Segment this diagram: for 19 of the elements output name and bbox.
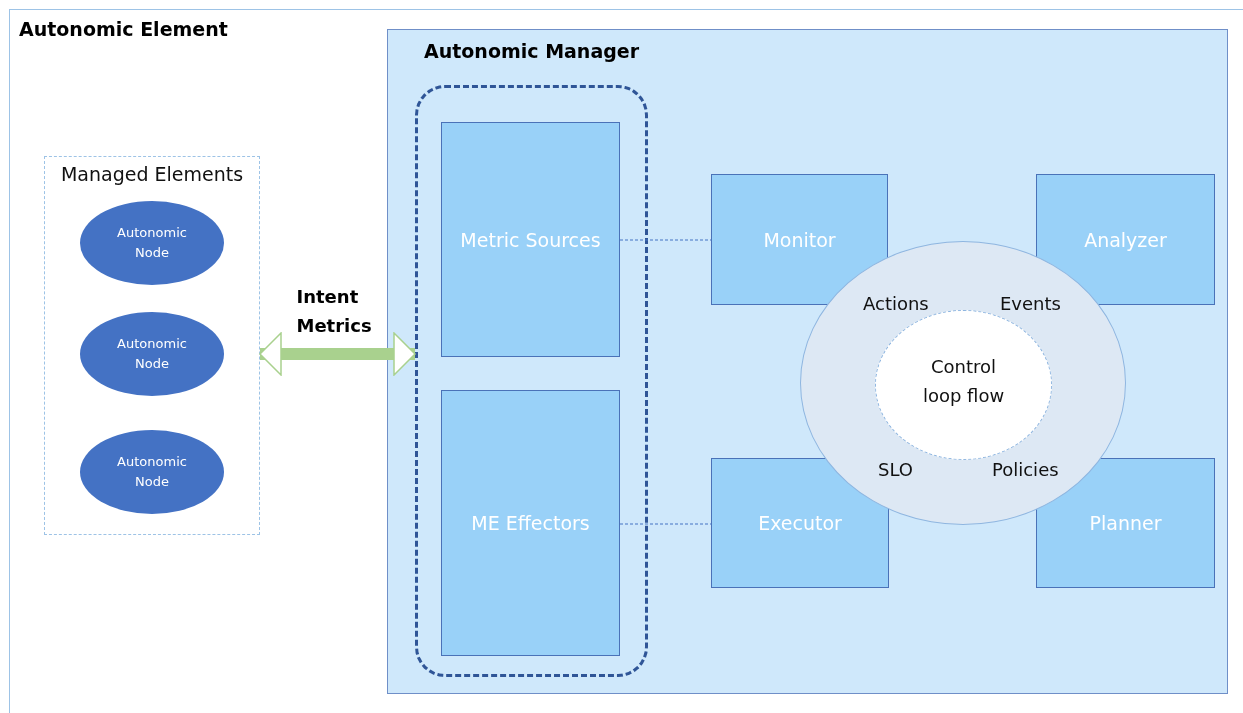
node-label: Autonomic Node bbox=[116, 335, 188, 373]
manager-panel bbox=[387, 29, 1228, 694]
managed-elements-group bbox=[44, 156, 260, 535]
node-label: Autonomic Node bbox=[116, 453, 188, 491]
loop-label: Events bbox=[1000, 293, 1061, 314]
group-title: Managed Elements bbox=[59, 163, 245, 185]
box-label: Metric Sources bbox=[459, 227, 602, 253]
loop-label: Actions bbox=[863, 293, 929, 314]
process-box bbox=[441, 390, 620, 656]
box-label: ME Effectors bbox=[470, 511, 591, 536]
dashed-group-box bbox=[415, 85, 648, 677]
node-label: Autonomic Node bbox=[116, 224, 188, 262]
loop-label: Policies bbox=[992, 459, 1059, 480]
element-frame bbox=[9, 9, 1243, 713]
heading: Autonomic Manager bbox=[424, 40, 640, 62]
process-box bbox=[441, 122, 620, 357]
loop-label: SLO bbox=[878, 459, 913, 480]
heading: Autonomic Element bbox=[19, 18, 228, 40]
loop-title: Control loop flow bbox=[921, 355, 1006, 408]
